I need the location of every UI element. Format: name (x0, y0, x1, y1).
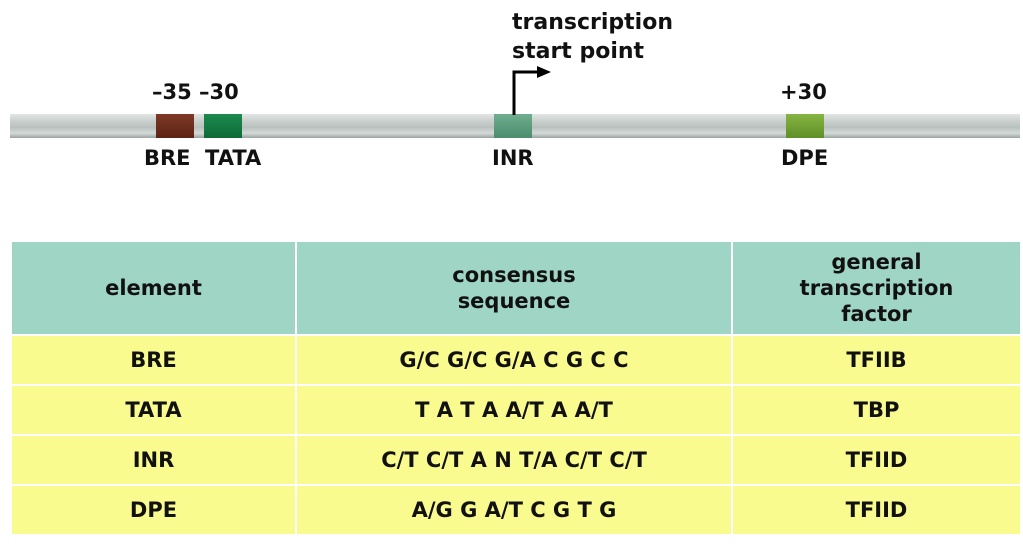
element-label-dpe: DPE (781, 146, 829, 170)
consensus-table: element consensus sequence general trans… (10, 240, 1022, 536)
cell-factor: TFIID (731, 434, 1022, 486)
header-element: element (10, 240, 297, 336)
position-label-plus30: +30 (780, 80, 827, 104)
element-label-bre: BRE (144, 146, 191, 170)
transcription-start-label: transcription start point (512, 8, 673, 66)
header-factor-line-3: factor (841, 302, 912, 326)
cell-sequence: G/C G/C G/A C G C C (295, 334, 733, 386)
header-sequence-line-1: consensus (452, 263, 576, 287)
tss-line-2: start point (512, 39, 645, 64)
start-arrow-icon (512, 66, 551, 115)
cell-element: TATA (10, 384, 297, 436)
table-header-row: element consensus sequence general trans… (10, 240, 1022, 336)
cell-element: BRE (10, 334, 297, 386)
cell-factor: TFIID (731, 484, 1022, 536)
header-factor-line-1: general (831, 250, 922, 274)
table-row: TATA T A T A A/T A A/T TBP (10, 384, 1022, 436)
element-label-inr: INR (492, 146, 534, 170)
bre-element-box (156, 114, 194, 138)
header-factor-line-2: transcription (799, 276, 954, 300)
tss-line-1: transcription (512, 10, 673, 35)
position-label-minus35: –35 (152, 80, 192, 104)
cell-sequence: A/G G A/T C G T G (295, 484, 733, 536)
tata-element-box (204, 114, 242, 138)
dpe-element-box (786, 114, 824, 138)
cell-element: INR (10, 434, 297, 486)
element-label-tata: TATA (205, 146, 262, 170)
header-factor: general transcription factor (731, 240, 1022, 336)
position-label-minus30: –30 (199, 80, 239, 104)
header-element-line: element (105, 276, 202, 300)
cell-factor: TFIIB (731, 334, 1022, 386)
header-sequence-line-2: sequence (457, 289, 571, 313)
cell-element: DPE (10, 484, 297, 536)
header-sequence: consensus sequence (295, 240, 733, 336)
promoter-diagram: –35 –30 +30 BRE TATA INR DPE transcripti… (0, 0, 1023, 200)
table-row: INR C/T C/T A N T/A C/T C/T TFIID (10, 434, 1022, 486)
table-row: DPE A/G G A/T C G T G TFIID (10, 484, 1022, 536)
cell-factor: TBP (731, 384, 1022, 436)
inr-element-box (494, 114, 532, 138)
cell-sequence: C/T C/T A N T/A C/T C/T (295, 434, 733, 486)
cell-sequence: T A T A A/T A A/T (295, 384, 733, 436)
table-row: BRE G/C G/C G/A C G C C TFIIB (10, 334, 1022, 386)
